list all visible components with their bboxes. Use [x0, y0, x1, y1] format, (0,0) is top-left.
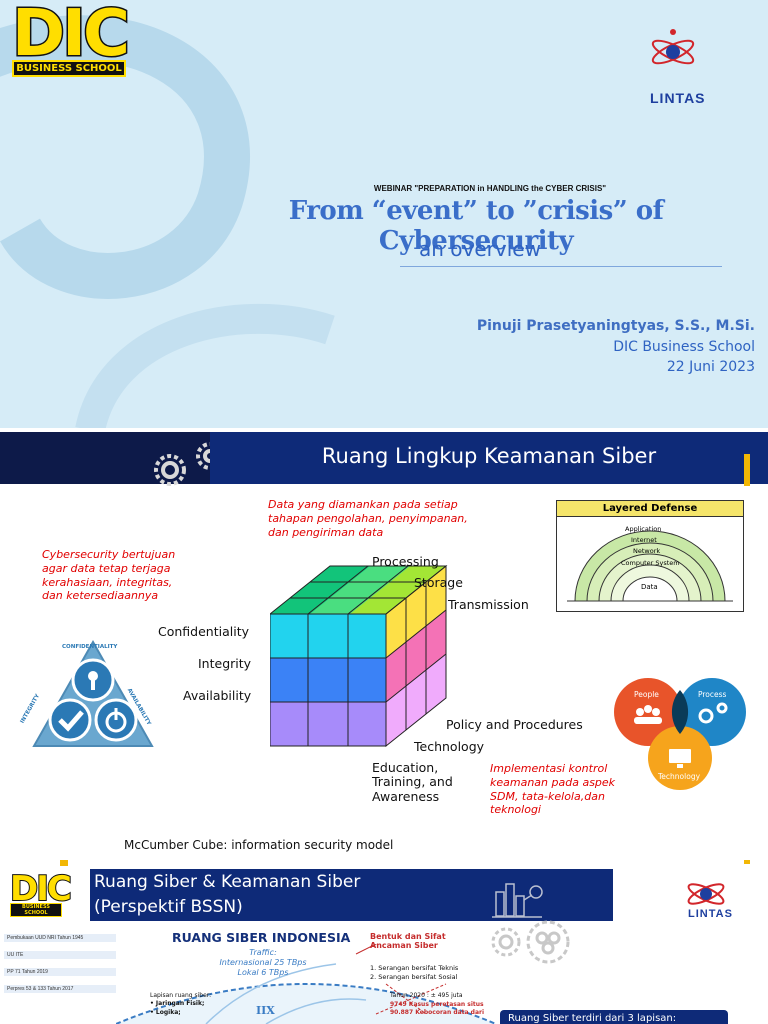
layer-application: Application [625, 525, 662, 533]
presenter-name: Pinuji Prasetyaningtyas, S.S., M.Si. [476, 318, 755, 334]
cube-label-availability: Availability [183, 688, 252, 703]
layer-internet: Internet [631, 536, 657, 544]
ppt-label-process: Process [698, 690, 727, 699]
info-box-text: Ruang Siber terdiri dari 3 lapisan: [508, 1013, 677, 1024]
title-banner [90, 869, 613, 921]
cyber-map-illustration [116, 944, 496, 1024]
cube-label-integrity: Integrity [198, 656, 252, 671]
threat-list: 1. Serangan bersifat Teknis 2. Serangan … [370, 964, 459, 982]
atom-icon [687, 883, 725, 905]
note-goal: Cybersecurity bertujuan agar data tetap … [42, 548, 176, 603]
scope-slide: Ruang Lingkup Keamanan Siber Data yang d… [0, 432, 768, 866]
ppt-label-technology: Technology [658, 772, 701, 781]
presentation-date: 22 Juni 2023 [666, 359, 755, 375]
gears-icon [491, 920, 570, 964]
cube-label-storage: Storage [414, 575, 463, 590]
layer-computer-system: Computer System [621, 559, 680, 567]
page-title: From “event” to ”crisis” of Cybersecurit… [288, 196, 664, 256]
subtitle: an overview [419, 237, 541, 261]
divider [400, 266, 722, 267]
lintas-logo [648, 24, 698, 84]
defense-layers [567, 530, 733, 602]
webinar-label: WEBINAR "PREPARATION in HANDLING the CYB… [373, 184, 607, 193]
legal-ref-item: Perpres 53 & 133 Tahun 2017 [4, 985, 116, 993]
cube-label-transmission: Transmission [448, 597, 529, 612]
cube-label-education: Education, Training, and Awareness [372, 760, 453, 804]
note-data: Data yang diamankan pada setiap tahapan … [268, 498, 468, 539]
cia-triad-diagram [32, 639, 154, 747]
cyber-space-slide: DIC BUSINESS SCHOOL Ruang Siber & Keaman… [0, 866, 768, 1024]
layers-info: Lapisan ruang siber: • Jaringan Fisik; •… [150, 992, 212, 1016]
accent-mark [60, 860, 68, 866]
triad-label-confidentiality: CONFIDENTIALITY [62, 644, 118, 650]
legal-references: Pembukaan UUD NRI Tahun 1945 UU ITE PP 7… [4, 934, 116, 993]
cube-label-policy: Policy and Procedures [446, 717, 583, 732]
slide-title-line2: (Perspektif BSSN) [94, 897, 243, 917]
dic-logo: DIC BUSINESS SCHOOL [11, 1, 131, 77]
lintas-label: LINTAS [688, 908, 733, 920]
layered-defense-title: Layered Defense [557, 501, 743, 517]
title-slide: DIC BUSINESS SCHOOL LINTAS WEBINAR "PREP… [0, 0, 768, 428]
map-title: RUANG SIBER INDONESIA [172, 930, 351, 945]
cube-label-confidentiality: Confidentiality [158, 624, 249, 639]
info-box [500, 1010, 728, 1024]
legal-ref-item: UU ITE [4, 951, 116, 959]
note-implementation: Implementasi kontrol keamanan pada aspek… [490, 762, 616, 817]
slide-title: Ruang Lingkup Keamanan Siber [321, 444, 657, 468]
atom-icon [651, 29, 695, 65]
organization: DIC Business School [613, 339, 755, 355]
legal-ref-item: Pembukaan UUD NRI Tahun 1945 [4, 934, 116, 942]
layer-network: Network [633, 547, 661, 555]
people-process-technology-diagram [614, 678, 746, 790]
iix-label: IIX [256, 1004, 275, 1017]
traffic-info: Traffic: Internasional 25 TBps Lokal 6 T… [219, 948, 307, 977]
title-banner [210, 432, 768, 484]
cube-label-processing: Processing [372, 554, 439, 569]
layer-data: Data [641, 583, 658, 591]
mccumber-cube [270, 564, 448, 748]
lintas-logo-small [684, 874, 728, 924]
layered-defense-diagram: Layered Defense Application Internet Net… [556, 500, 744, 612]
dic-logo-small: DIC BUSINESS SCHOOL [9, 869, 73, 917]
threat-info: Bentuk dan Sifat Ancaman Siber [370, 932, 446, 951]
cube-label-technology: Technology [414, 739, 485, 754]
ppt-label-people: People [634, 690, 659, 699]
figure-caption: McCumber Cube: information security mode… [124, 838, 394, 852]
legal-ref-item: PP 71 Tahun 2019 [4, 968, 116, 976]
background-swirl [0, 15, 335, 428]
slide-title-line1: Ruang Siber & Keamanan Siber [94, 872, 361, 892]
city-network-icon [492, 883, 543, 918]
threat-stats: Tahun 2020 : ± 495 juta 9749 Kasus peret… [390, 992, 485, 1017]
lintas-label: LINTAS [650, 90, 706, 106]
